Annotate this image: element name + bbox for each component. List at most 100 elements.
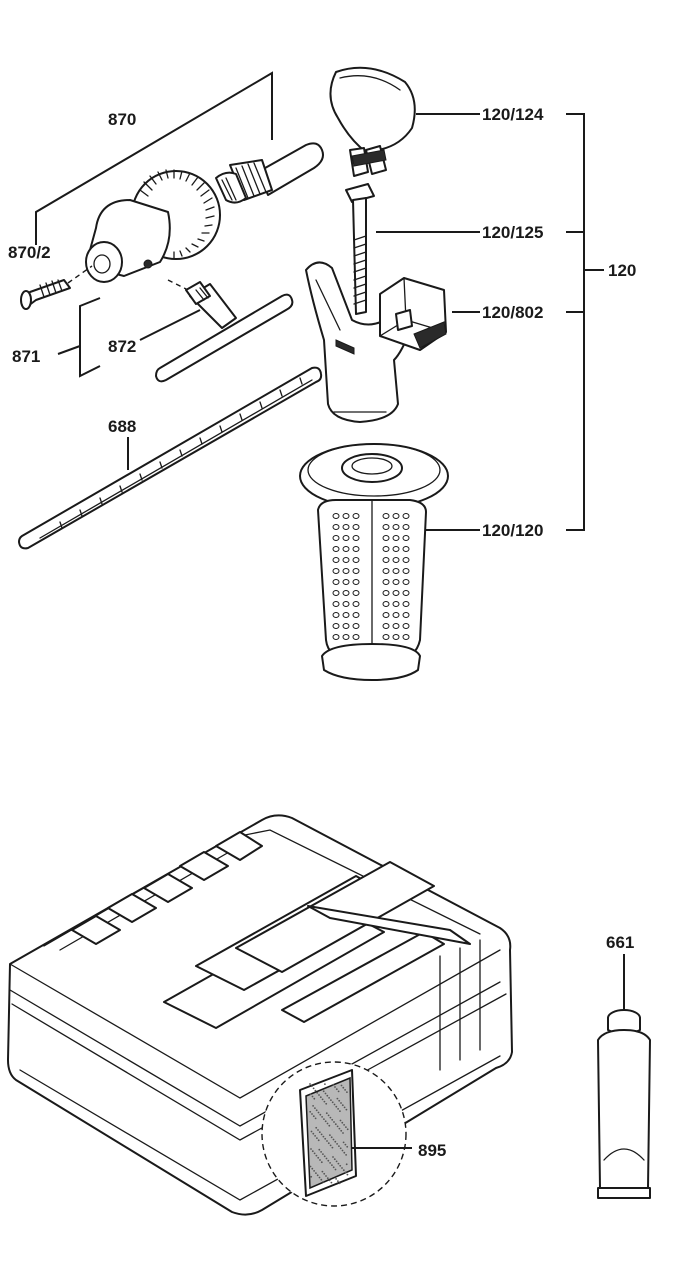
part-661-grease-tube: 661 (597, 933, 651, 1199)
plate-dot (338, 1145, 340, 1147)
grip-dot (342, 546, 350, 552)
plate-dot (344, 1089, 346, 1091)
plate-dot (309, 1165, 312, 1168)
grip-dot (392, 590, 400, 596)
plate-dot (331, 1146, 334, 1149)
grip-dot (392, 546, 400, 552)
plate-dot (324, 1092, 327, 1095)
part-870-2-screw: 870/2 (8, 243, 93, 310)
plate-dot (325, 1157, 328, 1160)
grip-dot (392, 568, 400, 574)
plate-dot (339, 1147, 342, 1150)
grip-dot (342, 623, 350, 629)
plate-dot (325, 1112, 328, 1115)
grip-120-120 (299, 443, 449, 681)
sds-adapter (215, 142, 324, 204)
grip-dot (382, 623, 390, 629)
plate-dot (331, 1118, 334, 1121)
plate-dot (336, 1143, 338, 1145)
plate-dot (343, 1124, 345, 1126)
plate-dot (346, 1145, 349, 1148)
grip-dot (402, 590, 410, 596)
plate-dot (341, 1121, 344, 1124)
grip-dot (352, 590, 360, 596)
plate-dot (331, 1101, 334, 1104)
grip-dot (352, 568, 360, 574)
plate-dot (332, 1083, 335, 1086)
plate-dot (328, 1124, 331, 1127)
grip-dot (382, 601, 390, 607)
grip-dot (342, 601, 350, 607)
grip-texture (332, 513, 410, 640)
grip-dot (402, 579, 410, 585)
plate-dot (324, 1083, 326, 1085)
part-895-label-plate: 895 (261, 1061, 446, 1207)
plate-dot (336, 1125, 339, 1128)
grip-dot (352, 601, 360, 607)
grip-dot (382, 568, 390, 574)
grip-dot (392, 557, 400, 563)
plate-dot (309, 1093, 312, 1096)
grip-dot (342, 535, 350, 541)
grip-dot (402, 623, 410, 629)
plate-dot (311, 1113, 313, 1115)
plate-dot (321, 1116, 323, 1118)
plate-dot (321, 1170, 324, 1173)
grip-dot (402, 568, 410, 574)
plate-dot (322, 1090, 325, 1093)
plate-dot (346, 1091, 348, 1093)
plate-dot (314, 1107, 316, 1109)
grip-dot (402, 634, 410, 640)
plate-dot (330, 1136, 333, 1139)
plate-dot (333, 1158, 336, 1161)
plate-dot (340, 1084, 343, 1087)
grip-dot (332, 513, 340, 519)
grip-dot (342, 579, 350, 585)
bolt-120-125 (345, 183, 375, 315)
plate-dot (337, 1162, 340, 1165)
label-870-2: 870/2 (8, 243, 51, 262)
plate-dot (317, 1156, 320, 1159)
plate-dot (311, 1167, 314, 1170)
plate-dot (318, 1176, 321, 1179)
plate-dot (320, 1161, 323, 1164)
plate-dot (316, 1091, 319, 1094)
dash-line-screw (67, 265, 93, 284)
plate-dot (343, 1106, 346, 1109)
plate-dot (343, 1151, 346, 1154)
plate-dot (337, 1180, 339, 1182)
plate-dot (344, 1171, 347, 1174)
grip-dot (382, 513, 390, 519)
label-120-124: 120/124 (482, 105, 544, 124)
part-688-depth-rod: 688 (18, 366, 323, 550)
plate-dot (340, 1129, 343, 1132)
plate-dot (335, 1160, 338, 1163)
plate-dot (334, 1123, 337, 1126)
grip-dot (352, 546, 360, 552)
label-120-120: 120/120 (482, 521, 543, 540)
plate-dot (314, 1089, 317, 1092)
plate-dot (328, 1179, 331, 1182)
plate-dot (330, 1099, 332, 1101)
plate-dot (337, 1108, 339, 1110)
plate-dot (327, 1142, 330, 1145)
grip-dot (382, 557, 390, 563)
plate-dot (338, 1099, 341, 1102)
plate-dot (309, 1083, 311, 1085)
grip-dot (332, 590, 340, 596)
plate-dot (323, 1172, 326, 1175)
plate-dot (330, 1181, 333, 1184)
plate-dot (345, 1163, 348, 1166)
plate-dot (344, 1143, 347, 1146)
grip-dot (382, 634, 390, 640)
grip-dot (352, 524, 360, 530)
dash-line-key (167, 279, 189, 291)
plate-dot (325, 1175, 327, 1177)
plate-dot (335, 1178, 337, 1180)
grip-dot (352, 612, 360, 618)
grip-dot (352, 513, 360, 519)
grip-dot (332, 568, 340, 574)
grip-dot (402, 601, 410, 607)
plate-dot (324, 1120, 327, 1123)
plate-dot (346, 1128, 349, 1131)
